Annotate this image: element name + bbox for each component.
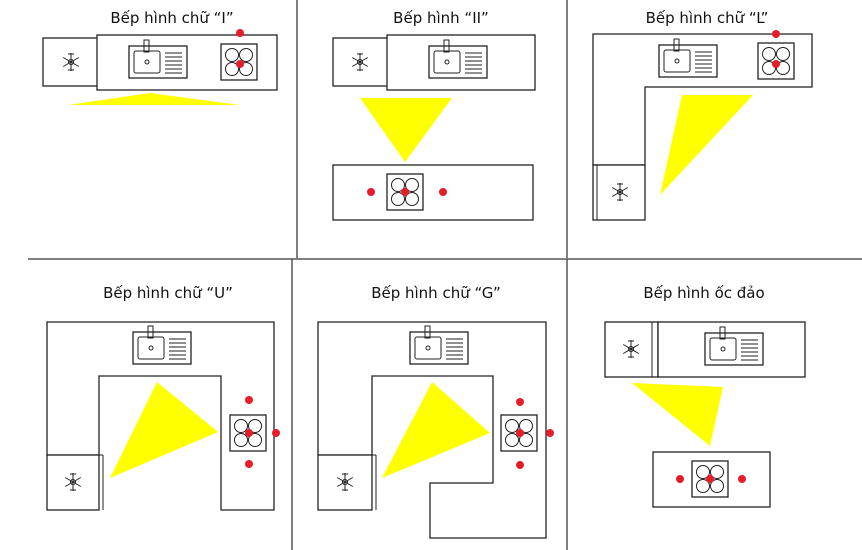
work-triangle [360, 98, 452, 162]
layout-panel-l: Bếp hình chữ “L” [592, 9, 813, 221]
point [272, 429, 280, 437]
point [245, 460, 253, 468]
layout-panel-g: Bếp hình chữ “G” [317, 284, 554, 539]
work-triangle [632, 383, 723, 446]
counter-run-top [386, 34, 536, 91]
layout-panel-u: Bếp hình chữ “U” [46, 284, 280, 511]
layout-panel-island: Bếp hình ốc đảo [604, 284, 806, 508]
layout-title: Bếp hình chữ “U” [103, 284, 233, 302]
point [245, 396, 253, 404]
layout-title: Bếp hình chữ “L” [646, 9, 769, 27]
point [401, 188, 409, 196]
counter-run-bottom [332, 164, 534, 221]
point [245, 429, 253, 437]
point [706, 475, 714, 483]
layout-title: Bếp hình “II” [393, 9, 489, 27]
layout-title: Bếp hình chữ “I” [110, 9, 233, 27]
layout-panel-i: Bếp hình chữ “I” [42, 9, 278, 105]
point [516, 429, 524, 437]
point [772, 60, 780, 68]
point [439, 188, 447, 196]
work-triangle [660, 95, 753, 195]
counter-run [657, 321, 806, 378]
point [367, 188, 375, 196]
layout-panel-ii: Bếp hình “II” [332, 9, 536, 221]
point [676, 475, 684, 483]
point [236, 29, 244, 37]
point [772, 30, 780, 38]
work-triangle [110, 382, 218, 478]
work-triangle [68, 93, 240, 105]
point [546, 429, 554, 437]
point [516, 398, 524, 406]
layout-title: Bếp hình chữ “G” [371, 284, 501, 302]
point [236, 60, 244, 68]
point [516, 461, 524, 469]
layout-title: Bếp hình ốc đảo [643, 284, 764, 302]
point [738, 475, 746, 483]
work-triangle [382, 382, 490, 478]
